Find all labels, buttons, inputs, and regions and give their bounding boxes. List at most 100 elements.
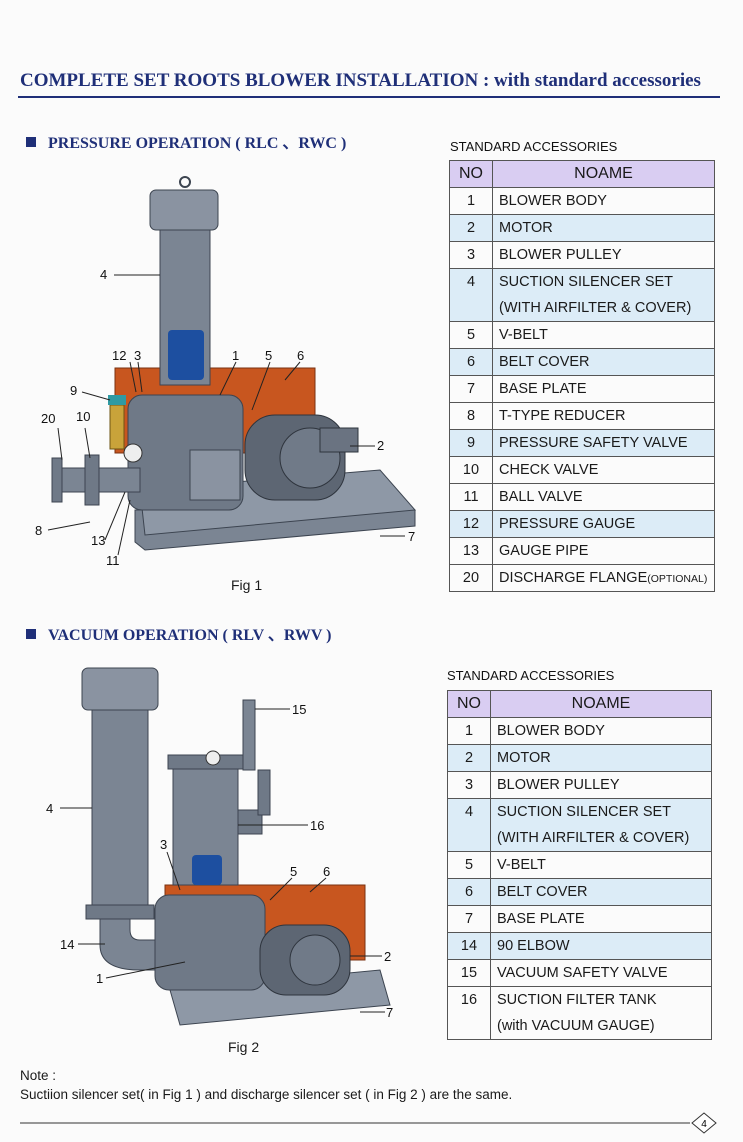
tank-inlet-flange-shape — [257, 769, 271, 816]
row-number: 16 — [447, 986, 491, 1040]
row-name-text: BLOWER PULLEY — [497, 777, 620, 793]
lifting-ring-shape — [179, 176, 191, 188]
row-name: BASE PLATE — [492, 375, 715, 403]
figure-1-callouts: 4 12 3 1 5 6 9 20 10 2 8 13 11 7 — [35, 267, 415, 568]
discharge-flange-shape — [51, 457, 63, 503]
silencer-flange-shape — [85, 904, 155, 920]
callout-20: 20 — [41, 411, 55, 426]
row-number: 4 — [449, 268, 493, 322]
row-name: 90 ELBOW — [490, 932, 712, 960]
row-name-text: BLOWER PULLEY — [499, 247, 622, 263]
row-name: BLOWER PULLEY — [492, 241, 715, 269]
row-number: 6 — [449, 348, 493, 376]
row-name: BALL VALVE — [492, 483, 715, 511]
row-number: 10 — [449, 456, 493, 484]
row-number: 20 — [449, 564, 493, 592]
callout-12: 12 — [112, 348, 126, 363]
row-name: BLOWER PULLEY — [490, 771, 712, 799]
table-row: 6 BELT COVER — [447, 878, 712, 906]
row-name-detail: (with VACUUM GAUGE) — [497, 1018, 655, 1034]
callout-13: 13 — [91, 533, 105, 548]
row-name: MOTOR — [490, 744, 712, 772]
note-text: Suctiion silencer set( in Fig 1 ) and di… — [20, 1087, 513, 1102]
row-name: V-BELT — [490, 851, 712, 879]
figure-2-vacuum-blower: 15 4 16 3 5 6 14 2 1 7 — [46, 667, 393, 1026]
figure-2-caption: Fig 2 — [228, 1039, 260, 1055]
brand-logo-plate — [168, 330, 204, 380]
row-number: 4 — [447, 798, 491, 852]
row-name-text: BELT COVER — [497, 884, 588, 900]
row-number: 14 — [447, 932, 491, 960]
row-name: BLOWER BODY — [492, 187, 715, 215]
row-name-text: GAUGE PIPE — [499, 543, 589, 559]
page-number-footer: 4 — [20, 1112, 717, 1134]
callout-4: 4 — [100, 267, 107, 282]
row-name: SUCTION SILENCER SET(WITH AIRFILTER & CO… — [492, 268, 715, 322]
row-name-text: PRESSURE GAUGE — [499, 516, 636, 532]
filter-tank-lid-shape — [167, 754, 244, 770]
row-number: 15 — [447, 959, 491, 987]
callout-3: 3 — [160, 837, 167, 852]
callout-7: 7 — [408, 529, 415, 544]
row-name: V-BELT — [492, 321, 715, 349]
row-name-text: SUCTION SILENCER SET — [497, 804, 672, 820]
square-bullet-icon — [26, 137, 36, 147]
square-bullet-icon — [26, 629, 36, 639]
row-name: MOTOR — [492, 214, 715, 242]
row-name: DISCHARGE FLANGE(OPTIONAL) — [492, 564, 715, 592]
title-sub: : with standard accessories — [478, 70, 701, 91]
motor-fan-end-shape — [289, 934, 341, 986]
callout-6: 6 — [323, 864, 330, 879]
callout-1: 1 — [232, 348, 239, 363]
title-main: COMPLETE SET ROOTS BLOWER INSTALLATION — [20, 70, 479, 91]
vacuum-safety-valve-shape — [242, 699, 256, 771]
callout-1: 1 — [96, 971, 103, 986]
row-name-text: MOTOR — [497, 750, 551, 766]
row-name: PRESSURE SAFETY VALVE — [492, 429, 715, 457]
silencer-column-shape — [91, 709, 149, 906]
pressure-gauge-shape — [123, 443, 143, 463]
table-row: 16 SUCTION FILTER TANK (with VACUUM GAUGE) — [447, 986, 712, 1040]
note-block: Note : Suctiion silencer set( in Fig 1 )… — [20, 1066, 512, 1104]
callout-3: 3 — [134, 348, 141, 363]
callout-8: 8 — [35, 523, 42, 538]
callout-4: 4 — [46, 801, 53, 816]
callout-15: 15 — [292, 702, 306, 717]
row-number: 6 — [447, 878, 491, 906]
row-name-text: SUCTION FILTER TANK — [497, 992, 657, 1008]
row-name-text: BLOWER BODY — [497, 723, 605, 739]
callout-9: 9 — [70, 383, 77, 398]
row-name-text: BASE PLATE — [499, 381, 587, 397]
section2-heading: VACUUM OPERATION ( RLV 、RWV ) — [26, 621, 331, 645]
row-name-text: V-BELT — [499, 327, 548, 343]
page-title: COMPLETE SET ROOTS BLOWER INSTALLATION :… — [20, 70, 701, 92]
page-number-diamond-icon — [691, 1112, 717, 1134]
callout-10: 10 — [76, 409, 90, 424]
section1-heading: PRESSURE OPERATION ( RLC 、RWC ) — [26, 129, 346, 153]
row-name-text: DISCHARGE FLANGE — [499, 570, 648, 586]
row-number: 11 — [449, 483, 493, 511]
row-number: 2 — [449, 214, 493, 242]
callout-11: 11 — [106, 553, 120, 568]
callout-7: 7 — [386, 1005, 393, 1020]
callout-16: 16 — [310, 818, 324, 833]
callout-5: 5 — [290, 864, 297, 879]
row-name: BLOWER BODY — [490, 717, 712, 745]
